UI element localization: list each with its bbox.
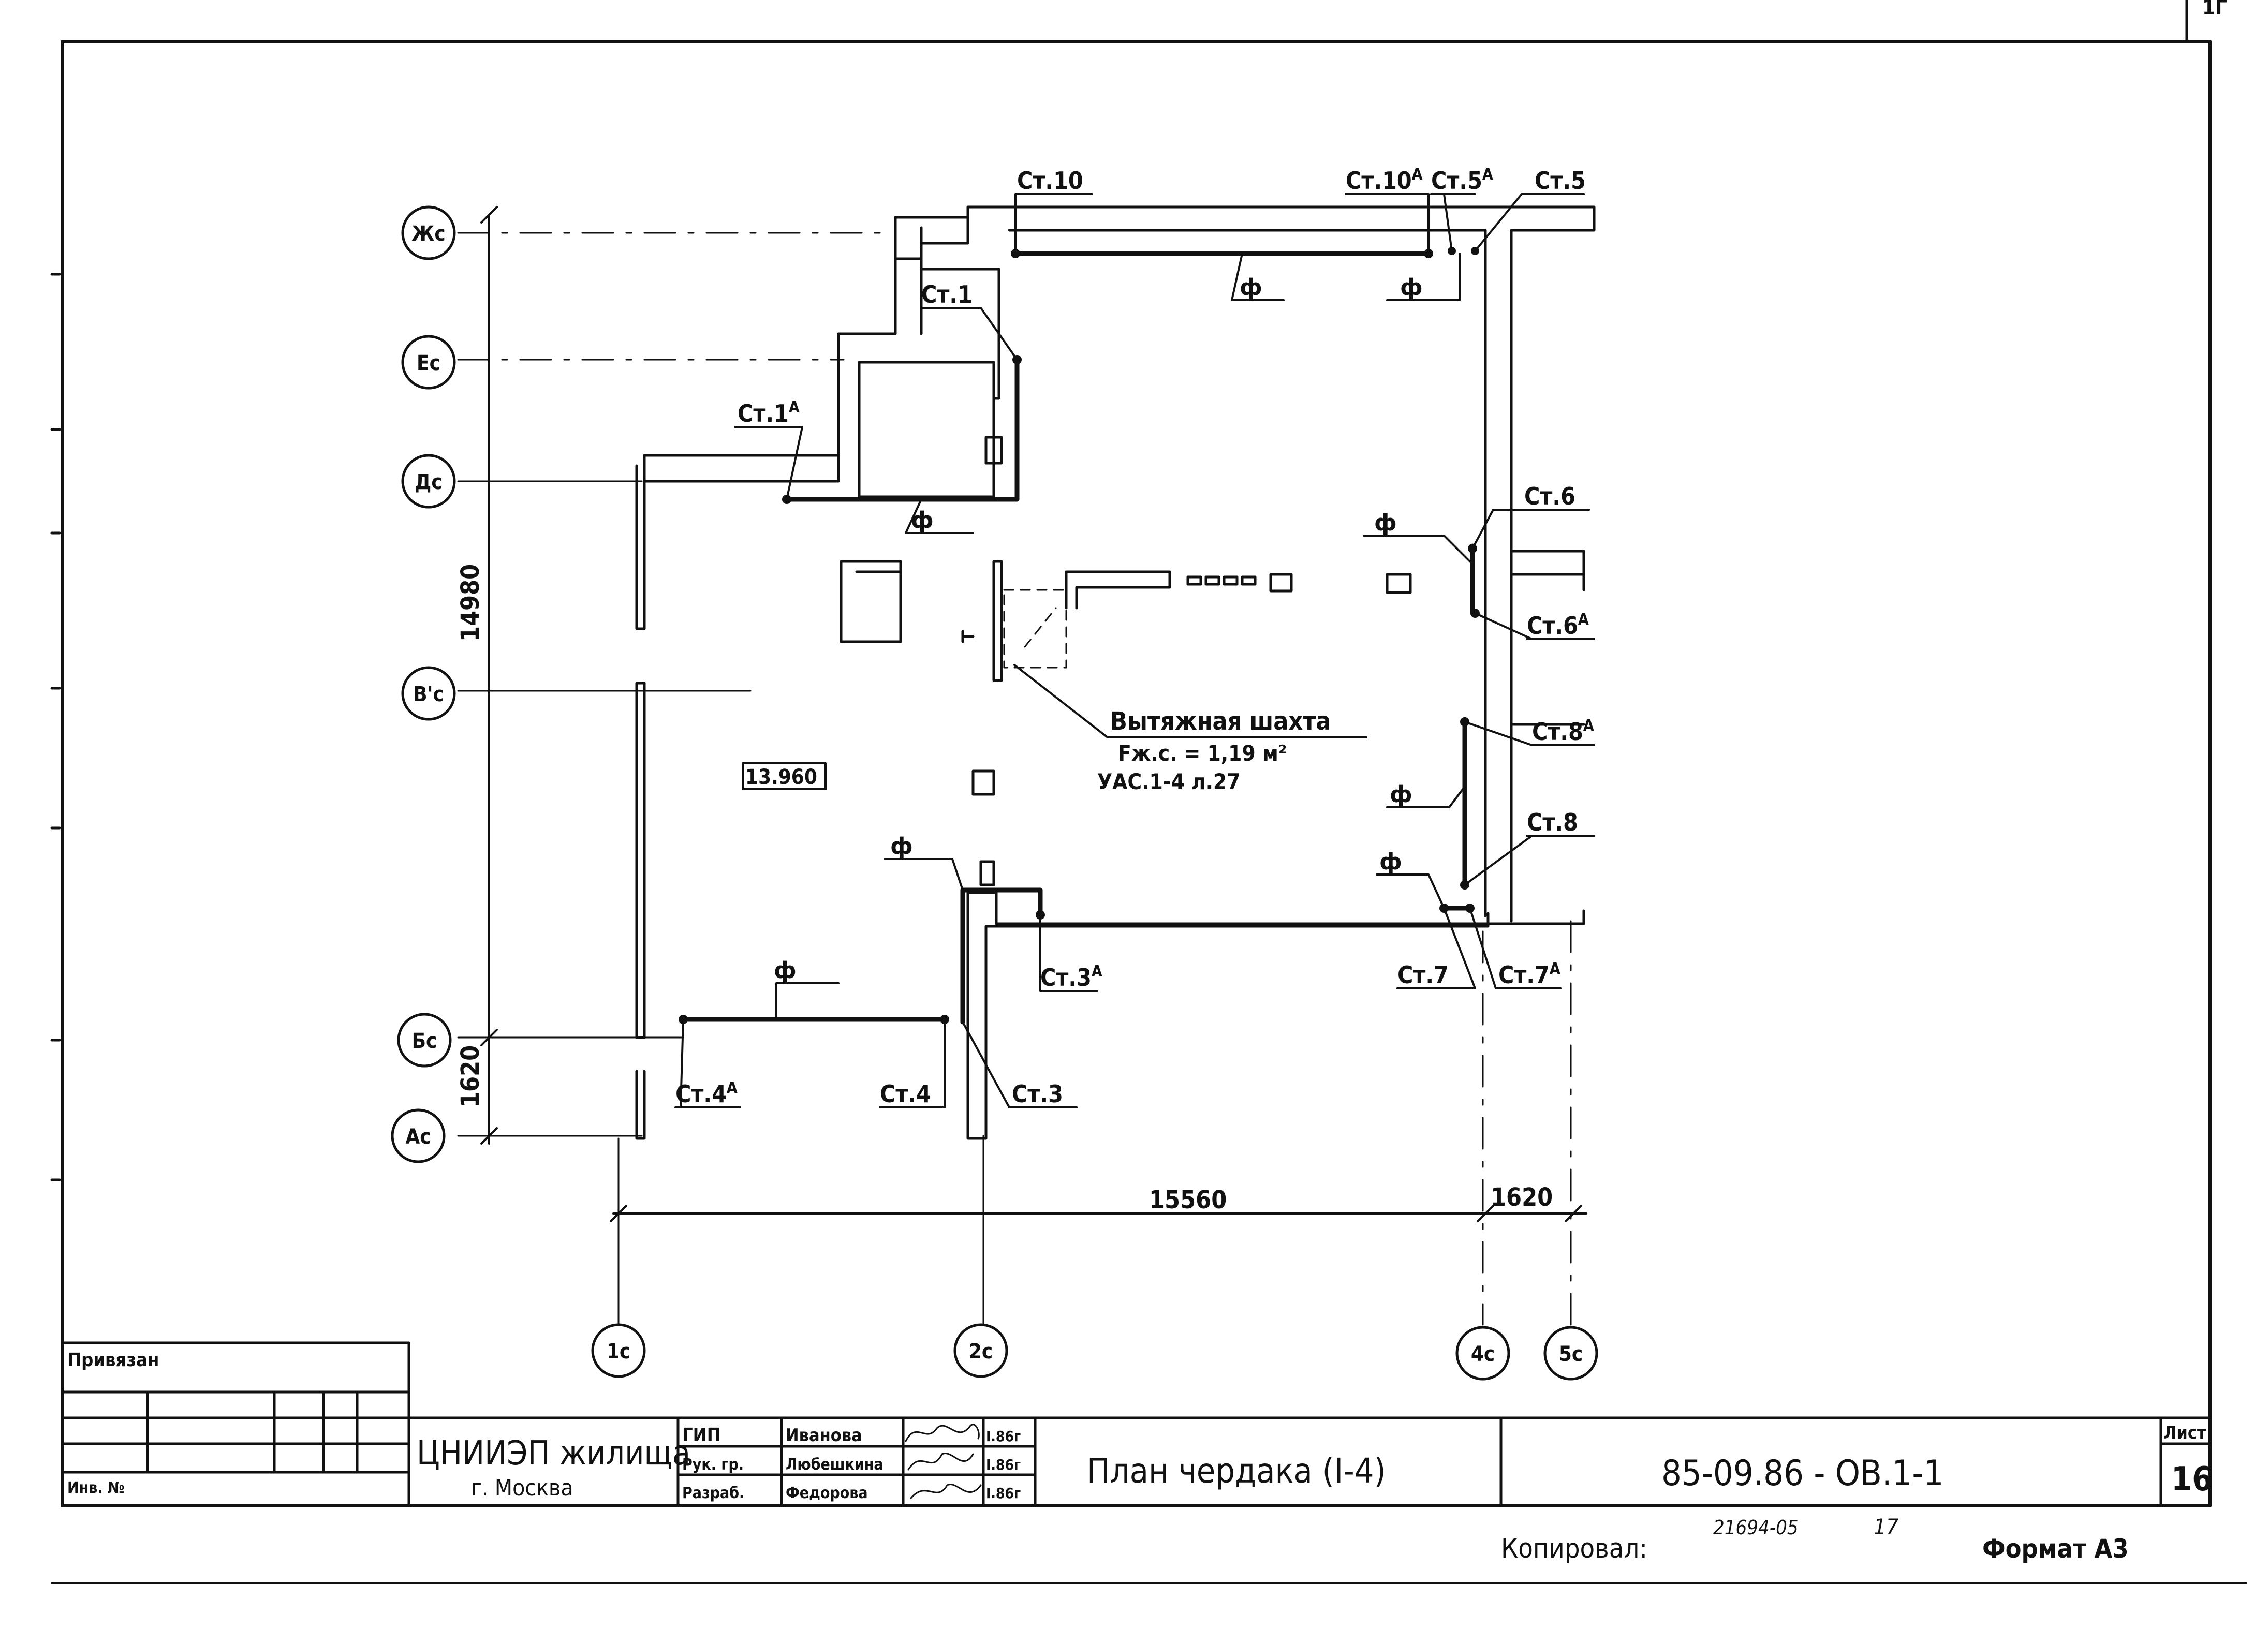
elevation-box xyxy=(742,762,827,790)
axis-label-zh: Жс xyxy=(411,222,445,246)
dimension-lines xyxy=(480,206,1587,1222)
pipe-runs xyxy=(681,251,1475,1025)
axis-label-d: Дс xyxy=(415,470,442,494)
axis-bubble-4 xyxy=(1455,1326,1510,1381)
signatures xyxy=(905,1424,982,1499)
diameter-mark-7: ф xyxy=(890,833,913,860)
diameter-mark-8: ф xyxy=(774,957,797,984)
axis-label-v: В'с xyxy=(413,683,444,706)
dim-horizontal-main: 15560 xyxy=(1149,1186,1227,1215)
diameter-mark-6: ф xyxy=(1379,849,1402,875)
pipe-nodes xyxy=(679,247,1480,1024)
riser-label-st1a: Ст.1А xyxy=(738,398,800,427)
elevation-mark: 13.960 xyxy=(745,765,817,789)
axis-label-a: Ас xyxy=(405,1125,431,1149)
date-1: I.86г xyxy=(986,1428,1021,1445)
role-3: Разраб. xyxy=(682,1484,744,1502)
shaft-note-title: Вытяжная шахта xyxy=(1110,707,1331,736)
axis-label-4: 4с xyxy=(1471,1342,1495,1366)
riser-label-st7a: Ст.7А xyxy=(1498,960,1560,989)
sheet-label: Лист xyxy=(2163,1423,2206,1443)
axis-bubble-zh xyxy=(401,205,456,260)
copy-sheet: 17 xyxy=(1874,1514,1898,1539)
inv-no-label: Инв. № xyxy=(67,1479,124,1497)
diameter-mark-4: ф xyxy=(1374,510,1397,536)
axis-bubble-e xyxy=(401,335,456,390)
copied-label: Копировал: xyxy=(1501,1533,1647,1564)
riser-label-st5: Ст.5 xyxy=(1535,167,1586,195)
sheet-corner-mark: 1Г xyxy=(2202,0,2227,20)
axis-bubble-v xyxy=(401,666,456,721)
copy-number: 21694-05 xyxy=(1713,1516,1799,1539)
riser-label-st3a: Ст.3А xyxy=(1040,962,1102,991)
axis-bubble-5 xyxy=(1543,1326,1598,1381)
sheet-frame xyxy=(61,40,2212,1507)
riser-label-st1: Ст.1 xyxy=(921,280,973,308)
dim-vertical-total: 14980 xyxy=(456,564,485,642)
axis-bubble-b xyxy=(397,1013,452,1068)
axis-label-2: 2с xyxy=(969,1340,993,1364)
riser-label-st8: Ст.8 xyxy=(1527,808,1578,836)
sheet-number: 16 xyxy=(2171,1460,2213,1499)
axis-bubble-a xyxy=(391,1108,446,1163)
riser-label-st6a: Ст.6А xyxy=(1527,611,1589,640)
riser-label-st10a: Ст.10А xyxy=(1346,166,1423,195)
leader-lines xyxy=(680,193,1595,1108)
date-3: I.86г xyxy=(986,1485,1021,1502)
riser-label-st7: Ст.7 xyxy=(1397,961,1449,989)
riser-label-st5a: Ст.5А xyxy=(1431,166,1493,195)
riser-label-st3: Ст.3 xyxy=(1012,1080,1063,1108)
drawing-title: План чердака (I-4) xyxy=(1087,1451,1386,1491)
riser-label-st6: Ст.6 xyxy=(1524,482,1575,510)
privyazan-label: Привязан xyxy=(67,1350,159,1371)
diameter-mark-2: ф xyxy=(1400,274,1423,301)
diameter-mark-1: ф xyxy=(1240,274,1262,301)
org-city: г. Москва xyxy=(471,1475,573,1501)
axis-bubbles xyxy=(391,205,1598,1381)
drawing-code: 85-09.86 - ОВ.1-1 xyxy=(1661,1453,1943,1494)
dim-vertical-bottom: 1620 xyxy=(456,1045,485,1107)
org-name: ЦНИИЭП жилища xyxy=(417,1434,690,1473)
role-2: Рук. гр. xyxy=(682,1456,744,1474)
riser-label-st4a: Ст.4А xyxy=(675,1079,738,1108)
diameter-mark-3: ф xyxy=(911,507,934,534)
axis-label-b: Бс xyxy=(412,1029,437,1053)
name-2: Любешкина xyxy=(786,1456,883,1474)
axis-label-e: Ес xyxy=(417,351,440,375)
exhaust-shaft-outline xyxy=(1003,589,1067,669)
diameter-mark-5: ф xyxy=(1390,781,1412,808)
riser-label-st8a: Ст.8А xyxy=(1532,717,1594,746)
riser-label-st10: Ст.10 xyxy=(1017,167,1083,195)
axis-label-5: 5с xyxy=(1559,1342,1583,1366)
shaft-note-area: Fж.с. = 1,19 м² xyxy=(1118,741,1287,766)
axis-bubble-d xyxy=(401,454,456,509)
format-label: Формат А3 xyxy=(1982,1534,2129,1564)
axis-bubble-2 xyxy=(953,1323,1008,1378)
name-1: Иванова xyxy=(786,1425,862,1446)
shaft-note-reference: УАС.1-4 л.27 xyxy=(1097,769,1241,794)
axis-grid-lines xyxy=(457,232,1572,1326)
date-2: I.86г xyxy=(986,1456,1021,1473)
riser-label-st4: Ст.4 xyxy=(880,1080,931,1108)
axis-label-1: 1с xyxy=(607,1340,630,1364)
name-3: Федорова xyxy=(786,1484,868,1502)
title-block-grid xyxy=(61,1341,2212,1507)
building-walls xyxy=(635,205,1596,1140)
role-1: ГИП xyxy=(682,1425,721,1446)
dim-horizontal-right: 1620 xyxy=(1491,1183,1553,1212)
axis-bubble-1 xyxy=(591,1323,646,1378)
